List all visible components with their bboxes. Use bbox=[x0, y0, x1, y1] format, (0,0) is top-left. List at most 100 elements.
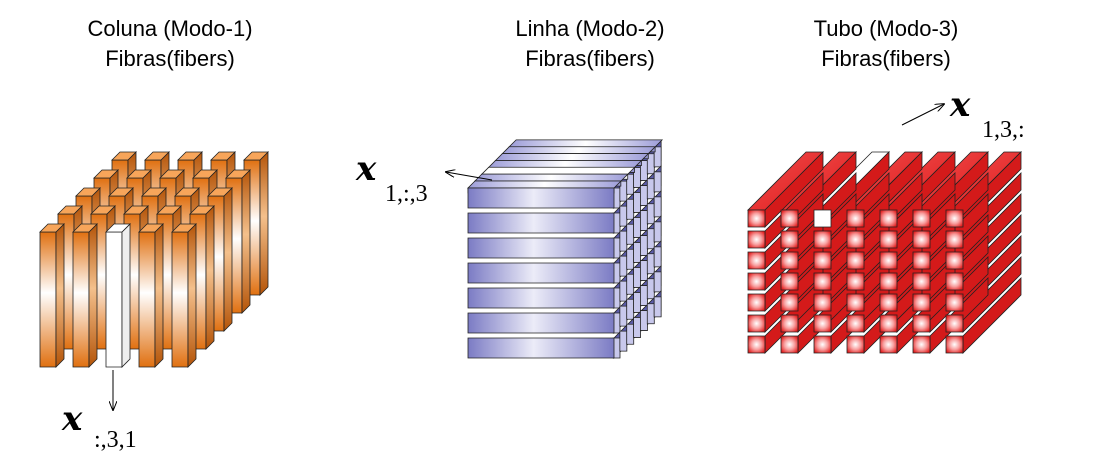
row-fiber-end-face bbox=[633, 292, 641, 313]
row-fiber-top bbox=[487, 160, 643, 168]
column-fiber bbox=[138, 231, 156, 368]
column-fiber-top bbox=[123, 205, 149, 215]
row-fiber-end-face bbox=[619, 280, 628, 302]
column-fiber-side bbox=[88, 223, 98, 368]
row-fiber-end-face bbox=[653, 221, 662, 243]
fiber-arrows bbox=[113, 104, 944, 410]
tube-fiber-face bbox=[912, 251, 931, 270]
row-fibers-title: Linha (Modo-2) Fibras(fibers) bbox=[460, 14, 720, 74]
column-fiber-top bbox=[57, 205, 83, 215]
tube-fiber-face bbox=[945, 251, 964, 270]
row-fiber-end-face bbox=[619, 305, 628, 327]
tube-fiber-face bbox=[912, 209, 931, 228]
row-fiber bbox=[467, 212, 615, 234]
row-title-line1: Linha (Modo-2) bbox=[515, 16, 665, 41]
tube-fiber-variable: x bbox=[950, 85, 971, 125]
tube-fiber-face bbox=[813, 272, 832, 291]
row-fiber-end-face bbox=[646, 253, 655, 275]
row-fiber bbox=[467, 312, 615, 334]
tube-fiber-face bbox=[846, 209, 865, 228]
row-fiber-end-face bbox=[640, 185, 648, 206]
tube-fiber-face bbox=[945, 335, 964, 354]
row-fiber-end-face bbox=[640, 210, 648, 231]
tube-fiber-face bbox=[879, 314, 898, 333]
row-fiber-end-face bbox=[619, 330, 628, 352]
row-fiber-end-face bbox=[646, 228, 655, 250]
highlighted-column-fiber bbox=[105, 231, 123, 368]
tube-fiber-face bbox=[846, 314, 865, 333]
row-fiber-end-face bbox=[640, 260, 648, 281]
column-fiber-side bbox=[121, 223, 131, 368]
column-fiber bbox=[171, 231, 189, 368]
row-fiber-end-face bbox=[626, 273, 635, 295]
tube-fiber-face bbox=[846, 272, 865, 291]
column-fiber-side bbox=[259, 151, 269, 296]
tube-title-line2: Fibras(fibers) bbox=[821, 46, 951, 71]
column-title-line2: Fibras(fibers) bbox=[105, 46, 235, 71]
column-fiber bbox=[72, 231, 90, 368]
row-fiber-end-face bbox=[633, 317, 641, 338]
column-fiber-side bbox=[55, 223, 65, 368]
row-fiber-end-face bbox=[640, 285, 648, 306]
row-fiber-top bbox=[508, 139, 664, 148]
column-fiber-top bbox=[75, 187, 101, 197]
column-title-line1: Coluna (Modo-1) bbox=[87, 16, 253, 41]
tube-fiber-face bbox=[846, 251, 865, 270]
tube-fiber-face bbox=[747, 293, 766, 312]
row-fiber-end-face bbox=[626, 298, 635, 320]
row-fiber-end-face bbox=[619, 230, 628, 252]
row-fiber-top bbox=[467, 180, 622, 189]
tube-fiber-face bbox=[912, 335, 931, 354]
tube-fiber-face bbox=[945, 209, 964, 228]
row-fiber-end-face bbox=[633, 217, 641, 238]
column-fiber-top bbox=[159, 169, 185, 179]
tube-fiber-face bbox=[912, 272, 931, 291]
tube-fiber-face bbox=[780, 251, 799, 270]
row-fiber-end-face bbox=[633, 192, 641, 213]
highlighted-tube-fiber-face bbox=[813, 209, 832, 228]
column-fiber-top bbox=[105, 223, 131, 233]
tube-fiber-face bbox=[780, 335, 799, 354]
column-fiber-top bbox=[177, 151, 203, 161]
row-fiber-end-face bbox=[626, 223, 635, 245]
column-fiber-top bbox=[39, 223, 65, 233]
row-fiber-end-face bbox=[626, 323, 635, 345]
tube-fiber-face bbox=[912, 230, 931, 249]
column-fiber-side bbox=[187, 223, 197, 368]
row-fiber-variable: x bbox=[356, 149, 377, 189]
tube-fiber-face bbox=[747, 230, 766, 249]
tube-fiber-face bbox=[813, 293, 832, 312]
column-fiber-top bbox=[207, 187, 233, 197]
row-fiber bbox=[467, 287, 615, 309]
row-fiber bbox=[467, 237, 615, 259]
column-fiber-top bbox=[171, 223, 197, 233]
column-fiber-top bbox=[72, 223, 98, 233]
column-fiber-top bbox=[144, 151, 170, 161]
row-fiber-end-face bbox=[619, 255, 628, 277]
row-fiber-end-face bbox=[646, 178, 655, 200]
tube-title-line1: Tubo (Modo-3) bbox=[813, 16, 959, 41]
tube-fiber-face bbox=[747, 209, 766, 228]
tube-fiber-face bbox=[747, 272, 766, 291]
row-fiber-end-face bbox=[653, 246, 662, 268]
row-fibers-block bbox=[467, 139, 664, 359]
tube-fiber-face bbox=[879, 209, 898, 228]
tube-fiber-face bbox=[846, 230, 865, 249]
tube-fiber-face bbox=[747, 314, 766, 333]
row-fiber-arrow bbox=[446, 172, 493, 181]
column-fiber-top bbox=[108, 187, 134, 197]
column-fiber-top bbox=[156, 205, 182, 215]
row-fiber-top bbox=[501, 146, 657, 155]
tube-fiber-face bbox=[780, 293, 799, 312]
column-fibers-title: Coluna (Modo-1) Fibras(fibers) bbox=[40, 14, 300, 74]
tube-fiber-face bbox=[879, 293, 898, 312]
column-fiber-top bbox=[174, 187, 200, 197]
column-fiber-top bbox=[126, 169, 152, 179]
row-fiber-end-face bbox=[640, 235, 648, 256]
row-fiber-end-face bbox=[646, 303, 655, 325]
row-fiber-end-face bbox=[633, 242, 641, 263]
column-fibers-block bbox=[39, 151, 269, 368]
tube-fiber-face bbox=[879, 230, 898, 249]
